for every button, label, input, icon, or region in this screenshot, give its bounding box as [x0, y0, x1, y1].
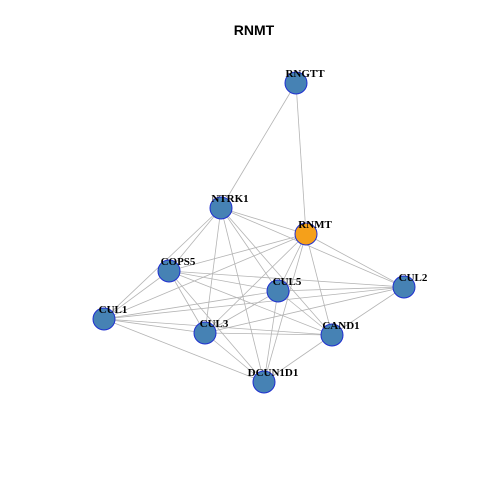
edge-rnmt-cul3: [204, 233, 307, 334]
edge-cul5-cand1: [277, 290, 333, 336]
node-label-cul5: CUL5: [273, 276, 302, 288]
edge-cul1-dcun1d1: [103, 318, 265, 383]
node-label-dcun1d1: DCUN1D1: [248, 367, 299, 379]
edge-ntrk1-dcun1d1: [220, 207, 265, 383]
edge-rnmt-dcun1d1: [263, 233, 307, 383]
edge-ntrk1-cul3: [204, 207, 222, 334]
edge-layer: [103, 82, 405, 383]
node-layer: [92, 71, 416, 394]
node-cul1[interactable]: [92, 307, 116, 331]
edge-cul5-cul3: [204, 290, 279, 334]
edge-ntrk1-cops5: [168, 207, 222, 272]
edge-cul1-cul3: [103, 318, 206, 334]
edge-rngtt-ntrk1: [220, 82, 297, 209]
node-rngtt[interactable]: [284, 71, 308, 95]
edge-ntrk1-rnmt: [220, 207, 307, 235]
node-label-cops5: COPS5: [161, 256, 196, 268]
edge-rnmt-cul1: [103, 233, 307, 320]
node-cul5[interactable]: [266, 279, 290, 303]
edge-rngtt-rnmt: [295, 82, 307, 235]
edge-cul2-cand1: [331, 286, 405, 336]
node-cul3[interactable]: [193, 321, 217, 345]
node-label-cand1: CAND1: [322, 320, 359, 332]
node-label-cul3: CUL3: [200, 318, 229, 330]
diagram-title: RNMT: [234, 22, 275, 38]
edge-cul3-dcun1d1: [204, 332, 265, 383]
edge-cops5-cul2: [168, 270, 405, 288]
node-label-rngtt: RNGTT: [285, 68, 325, 80]
edge-cops5-cul3: [168, 270, 206, 334]
node-label-cul1: CUL1: [99, 304, 128, 316]
edge-cul1-cand1: [103, 318, 333, 336]
edge-rnmt-cul2: [305, 233, 405, 288]
node-ntrk1[interactable]: [209, 196, 233, 220]
node-cops5[interactable]: [157, 259, 181, 283]
edge-cops5-cul1: [103, 270, 170, 320]
edge-cul3-cand1: [204, 332, 333, 336]
edge-rnmt-cops5: [168, 233, 307, 272]
edge-cul2-cul3: [204, 286, 405, 334]
edge-cul2-cul1: [103, 286, 405, 320]
node-label-rnmt: RNMT: [298, 219, 332, 231]
edge-ntrk1-cand1: [220, 207, 333, 336]
node-rnmt[interactable]: [294, 222, 318, 246]
node-cul2[interactable]: [392, 275, 416, 299]
edge-cand1-dcun1d1: [263, 334, 333, 383]
edge-ntrk1-cul2: [220, 207, 405, 288]
node-label-cul2: CUL2: [399, 272, 428, 284]
edge-cops5-cul5: [168, 270, 279, 292]
node-dcun1d1[interactable]: [252, 370, 276, 394]
node-cand1[interactable]: [320, 323, 344, 347]
edge-cul5-cul1: [103, 290, 279, 320]
node-label-ntrk1: NTRK1: [211, 193, 248, 205]
edge-cul5-dcun1d1: [263, 290, 279, 383]
edge-cul5-cul2: [277, 286, 405, 292]
edge-rnmt-cand1: [305, 233, 333, 336]
